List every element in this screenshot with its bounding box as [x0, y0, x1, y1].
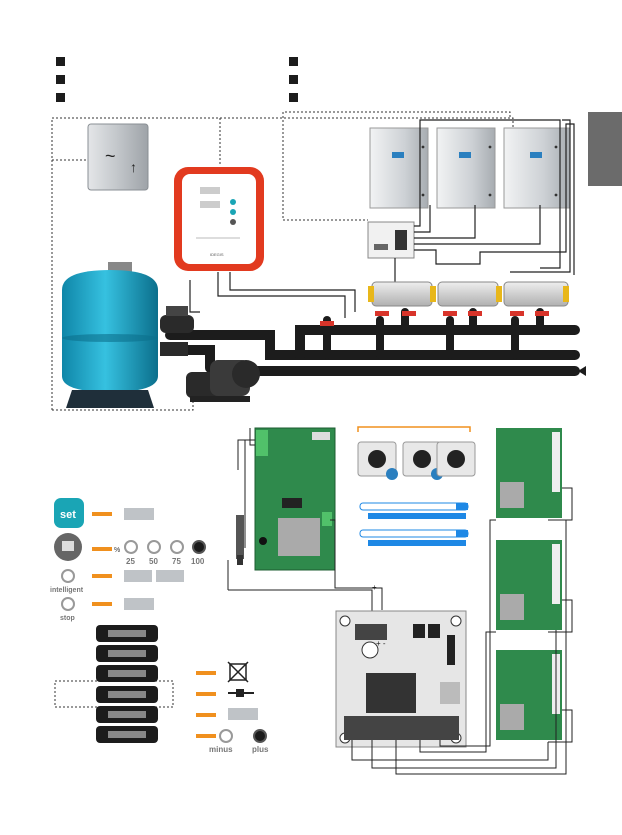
orange-dash — [196, 692, 216, 696]
progress-bar-fill — [368, 540, 466, 546]
pump-icon — [186, 360, 260, 402]
level-circle-50 — [147, 540, 161, 554]
multiport-valve — [160, 306, 194, 356]
controller-brand: IDEGIS — [210, 252, 224, 257]
electrolysis-cells — [369, 127, 571, 209]
side-tab — [588, 112, 622, 186]
plus-button — [253, 729, 267, 743]
orange-dash — [92, 574, 112, 578]
display-segment — [124, 570, 152, 582]
orange-dash — [92, 512, 112, 516]
progress-bar — [359, 529, 469, 538]
probe-wiring — [227, 428, 383, 614]
level-circle-25 — [124, 540, 138, 554]
arrow-up-icon: ↑ — [130, 159, 137, 175]
boost-panel — [357, 426, 476, 546]
power-supply-box: ~ ↑ — [87, 123, 149, 191]
cell-board — [496, 428, 562, 518]
legend-marker — [289, 57, 298, 66]
legend-marker — [56, 75, 65, 84]
level-label-25: 25 — [126, 557, 135, 566]
legend-marker — [289, 93, 298, 102]
orange-dash — [196, 734, 216, 738]
ac-wave-icon: ~ — [105, 146, 116, 166]
legend-marker — [56, 93, 65, 102]
wiring — [189, 119, 575, 318]
probe-icon — [228, 689, 254, 697]
cell-unit — [503, 127, 571, 209]
flow-in-arrow — [578, 366, 586, 376]
cell-board — [496, 650, 562, 740]
minus-label: minus — [209, 745, 233, 754]
progress-bar-fill — [368, 513, 466, 519]
intelligent-button — [61, 569, 75, 583]
level-label-50: 50 — [149, 557, 158, 566]
legend-marker — [56, 57, 65, 66]
plus-label: plus — [252, 745, 269, 754]
control-board — [254, 427, 336, 571]
level-label-75: 75 — [172, 557, 181, 566]
percent-sign: % — [114, 547, 120, 554]
dotted-wiring — [51, 111, 514, 708]
cell-unit — [436, 127, 496, 209]
polarity-label-mid: + - — [376, 639, 386, 648]
cell-boards — [496, 428, 573, 743]
cell-status-strips — [96, 625, 158, 743]
controller-unit: IDEGIS — [174, 167, 264, 271]
display-segment — [124, 508, 154, 520]
progress-bar — [359, 502, 469, 511]
flow-out-arrow — [572, 350, 580, 360]
cell-unit — [369, 127, 429, 209]
orange-dash — [92, 547, 112, 551]
level-circle-75 — [170, 540, 184, 554]
probe-icon — [236, 515, 244, 565]
power-board — [335, 610, 467, 748]
button-legend: set % 25 50 75 100 intelligent stop — [50, 498, 206, 622]
display-segment — [156, 570, 184, 582]
stop-label: stop — [60, 615, 75, 622]
legend-markers — [56, 57, 298, 102]
cell-board — [496, 540, 562, 630]
level-label-100: 100 — [191, 557, 205, 566]
set-button — [54, 498, 84, 528]
boost-card — [357, 441, 398, 480]
boost-card — [436, 441, 476, 477]
stop-button — [61, 597, 75, 611]
sand-filter-icon — [62, 262, 158, 408]
orange-dash — [196, 713, 216, 717]
set-button-label: set — [60, 509, 76, 521]
display-segment — [124, 598, 154, 610]
valves — [320, 311, 549, 326]
level-circle-100 — [192, 540, 206, 554]
orange-dash — [92, 602, 112, 606]
cell-tubes — [368, 281, 569, 307]
polarity-label-top: + - — [372, 583, 382, 592]
strip-legend: minus plus — [196, 661, 269, 754]
legend-marker — [289, 75, 298, 84]
minus-button — [219, 729, 233, 743]
power-wiring — [351, 519, 567, 775]
junction-board — [367, 221, 415, 259]
crossed-container-icon — [227, 661, 249, 683]
display-segment — [228, 708, 258, 720]
orange-dash — [196, 671, 216, 675]
intelligent-label: intelligent — [50, 587, 84, 594]
